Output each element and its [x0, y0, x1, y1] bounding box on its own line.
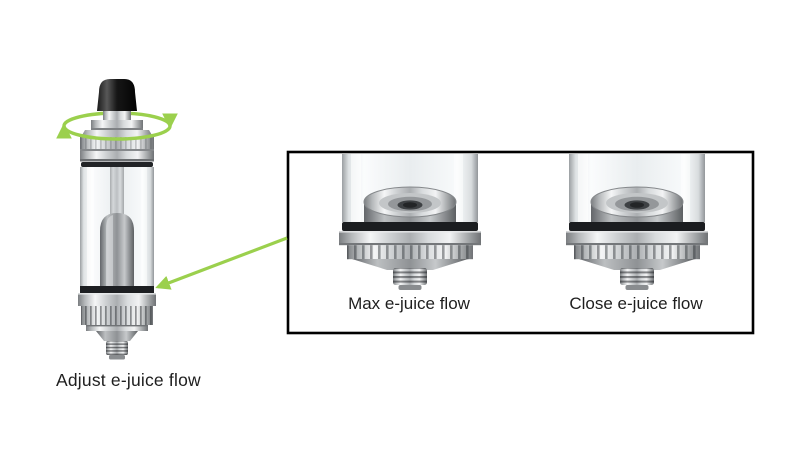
glass-highlight-left [87, 167, 94, 286]
drip-tip-collar [103, 111, 131, 120]
pin-threads [106, 341, 128, 355]
glass-highlight-right [141, 167, 147, 286]
base-ring [78, 293, 156, 306]
top-o-ring [81, 162, 153, 167]
drip-tip [97, 79, 137, 111]
cap-lower-band [80, 151, 154, 161]
base-bottom-band [86, 325, 148, 331]
bottom-o-ring [80, 286, 154, 293]
max-flow-label: Max e-juice flow [348, 294, 470, 313]
base-bottom-seam [86, 325, 148, 327]
chimney-tube [110, 167, 124, 217]
base-cone [96, 331, 138, 341]
rotation-arrow-front [56, 122, 172, 141]
atomizer-full-view [78, 79, 156, 360]
pin-tip [109, 355, 125, 360]
base-highlight [78, 293, 156, 295]
base-knurling [81, 306, 153, 325]
adjust-flow-label: Adjust e-juice flow [56, 370, 201, 390]
chimney-bell [100, 213, 134, 286]
bell-highlight [106, 215, 113, 286]
top-cap-ring [91, 120, 143, 130]
close-flow-label: Close e-juice flow [569, 294, 703, 313]
cap-edge [80, 159, 154, 162]
callout-connector-arrow [155, 236, 288, 290]
cap-groove [91, 128, 143, 130]
cap-flare [81, 130, 153, 137]
cap-seam [80, 149, 154, 151]
cap-knurling [80, 137, 154, 149]
